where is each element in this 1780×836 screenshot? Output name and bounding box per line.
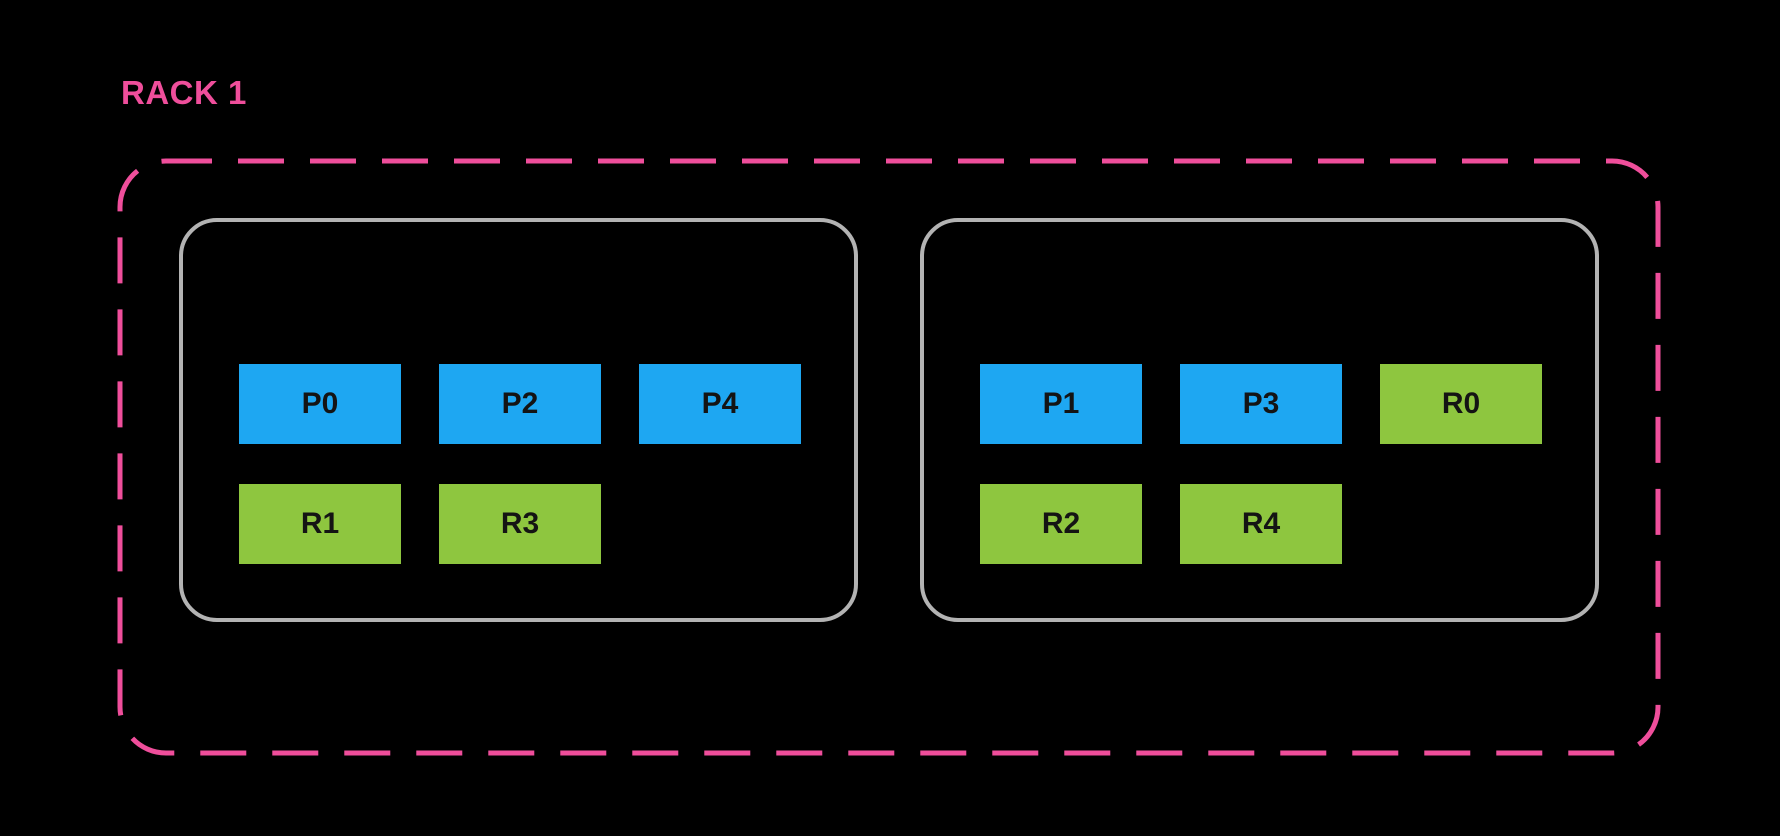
- worker-box-r3: R3: [439, 484, 601, 564]
- worker-label: P3: [1242, 387, 1280, 420]
- worker-label: P1: [1042, 387, 1080, 420]
- node-box-1: P0 P2 P4 R1 R3: [179, 218, 858, 622]
- worker-box-p0: P0: [239, 364, 401, 444]
- worker-box-r0: R0: [1380, 364, 1542, 444]
- worker-label: P2: [501, 387, 539, 420]
- worker-label: P4: [701, 387, 739, 420]
- worker-label: P0: [301, 387, 339, 420]
- worker-box-r2: R2: [980, 484, 1142, 564]
- rack-title: RACK 1: [121, 74, 247, 111]
- worker-label: R4: [1241, 507, 1281, 540]
- worker-box-r1: R1: [239, 484, 401, 564]
- worker-label: R0: [1441, 387, 1481, 420]
- worker-box-p1: P1: [980, 364, 1142, 444]
- worker-label: R2: [1041, 507, 1081, 540]
- worker-box-p4: P4: [639, 364, 801, 444]
- rack-dashed-border: [117, 158, 1661, 756]
- worker-box-p2: P2: [439, 364, 601, 444]
- worker-box-r4: R4: [1180, 484, 1342, 564]
- node-box-2: P1 P3 R0 R2 R4: [920, 218, 1599, 622]
- worker-box-p3: P3: [1180, 364, 1342, 444]
- worker-label: R1: [300, 507, 340, 540]
- worker-label: R3: [500, 507, 540, 540]
